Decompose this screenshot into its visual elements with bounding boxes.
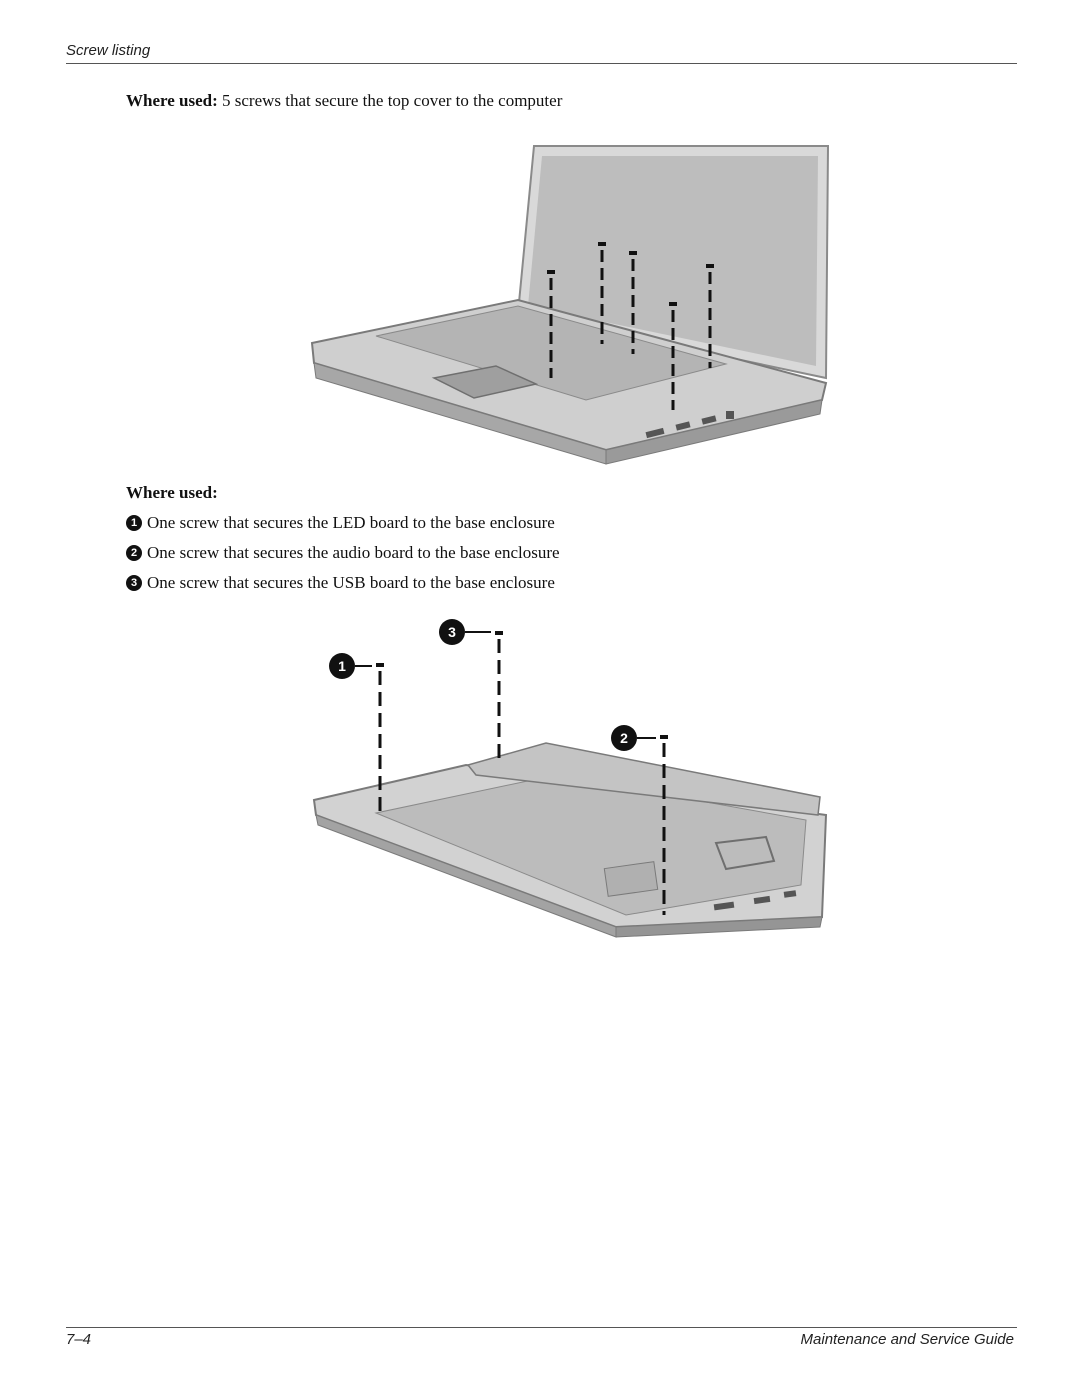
callout-3: 3 [439, 619, 491, 645]
footer-rule [66, 1327, 1017, 1328]
base-enclosure-screws-figure: 1 3 2 [312, 619, 828, 938]
header-rule [66, 63, 1017, 64]
callout-1-label: 1 [338, 658, 346, 674]
running-header: Screw listing [66, 42, 151, 59]
callout-1: 1 [329, 653, 372, 679]
page-number: 7–4 [66, 1331, 92, 1348]
list-heading: Where used: [126, 483, 218, 502]
list-item: 2 One screw that secures the audio board… [126, 543, 560, 563]
callout-badge: 2 [126, 545, 142, 561]
callout-badge: 1 [126, 515, 142, 531]
intro-paragraph: Where used: 5 screws that secure the top… [126, 91, 562, 111]
list-item-text: One screw that secures the LED board to … [147, 513, 555, 532]
list-item: 1 One screw that secures the LED board t… [126, 513, 555, 533]
list-item-text: One screw that secures the USB board to … [147, 573, 555, 592]
intro-text: 5 screws that secure the top cover to th… [222, 91, 563, 110]
guide-title: Maintenance and Service Guide [800, 1331, 1014, 1348]
top-cover-screws-figure [310, 145, 830, 465]
intro-label: Where used: [126, 91, 218, 110]
callout-2: 2 [611, 725, 656, 751]
callout-2-label: 2 [620, 730, 628, 746]
list-item: 3 One screw that secures the USB board t… [126, 573, 555, 593]
callout-badge: 3 [126, 575, 142, 591]
list-item-text: One screw that secures the audio board t… [147, 543, 560, 562]
callout-3-label: 3 [448, 624, 456, 640]
